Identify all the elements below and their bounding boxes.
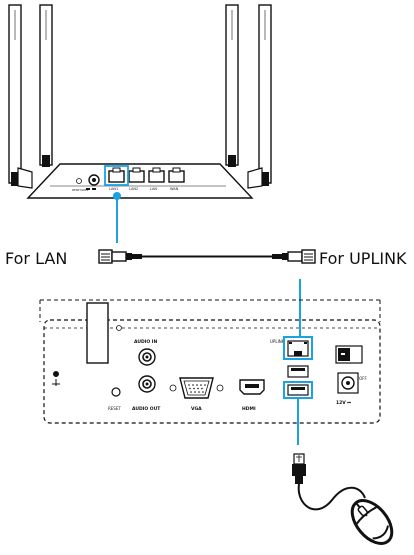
mouse-icon (350, 499, 394, 545)
nvr-device: RESET AUDIO IN AUDIO OUT VGA HDMI UPLINK (39, 299, 381, 424)
nvr-reset-label: RESET (108, 406, 121, 411)
router-antenna (8, 4, 22, 186)
router-antenna (225, 4, 239, 167)
router-port-label: WAN (170, 187, 179, 191)
ground-screw-icon (53, 371, 59, 377)
router-reset-button (76, 178, 82, 184)
nvr-antenna (86, 302, 109, 364)
audio-in-label: AUDIO IN (134, 339, 157, 345)
router-antenna (258, 4, 272, 186)
power-off-label: OFF (359, 376, 367, 381)
audio-out-label: AUDIO OUT (132, 406, 161, 412)
router-port-label: LAN (150, 187, 157, 191)
router-ports: LAN1 LAN2 LAN WAN (108, 167, 185, 191)
router-antenna (39, 4, 53, 167)
for-lan-label: For LAN (5, 249, 67, 268)
for-uplink-label: For UPLINK (319, 249, 407, 268)
router-button-label: RESET/WPS (72, 188, 88, 192)
router-lan-highlight (104, 165, 129, 186)
hdmi-label: HDMI (242, 406, 256, 412)
uplink-label: UPLINK (270, 339, 285, 344)
lan-connector-dot (113, 192, 121, 200)
usb-port (287, 365, 309, 378)
router: RESET/WPS LAN1 LAN2 LAN WAN (8, 4, 272, 199)
ethernet-cable: For LAN For UPLINK (5, 249, 407, 268)
nvr-body (43, 319, 381, 424)
power-input-label: 12V ⎓ (336, 400, 351, 406)
router-port-label: LAN1 (109, 187, 118, 191)
nvr-reset-button (111, 387, 121, 397)
usb-mouse (292, 453, 394, 545)
router-port-label: LAN2 (129, 187, 138, 191)
vga-label: VGA (191, 406, 202, 412)
